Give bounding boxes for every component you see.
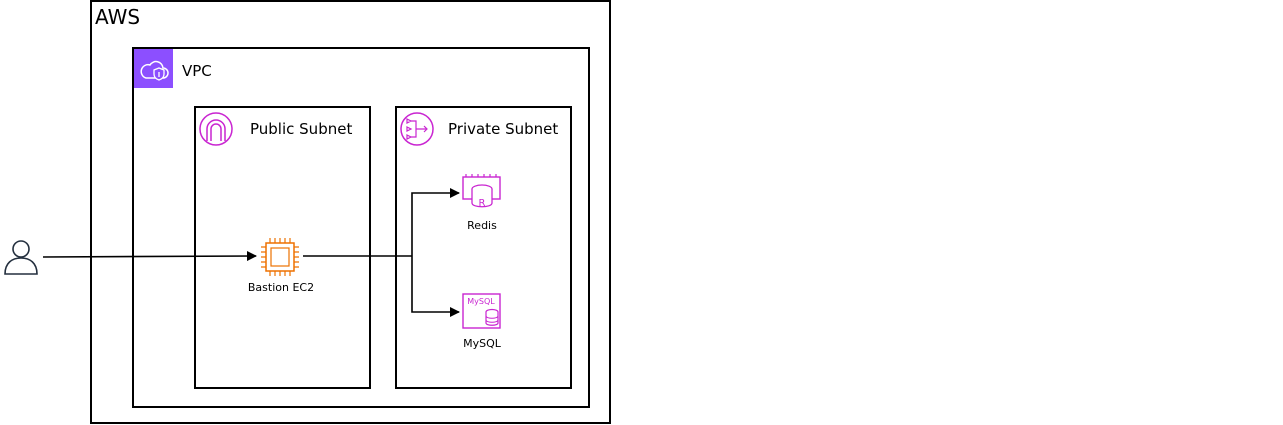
- redis-label: Redis: [467, 219, 497, 232]
- bastion-label: Bastion EC2: [248, 281, 314, 294]
- aws-label: AWS: [95, 5, 140, 29]
- mysql-icon-text: MySQL: [467, 297, 495, 306]
- private-subnet-label: Private Subnet: [448, 120, 558, 138]
- bastion-to-redis-arrow[interactable]: [411, 188, 460, 256]
- private-subnet-group[interactable]: Private Subnet: [395, 106, 572, 389]
- redis-node[interactable]: R Redis: [462, 174, 501, 232]
- bastion-ec2-node[interactable]: Bastion EC2: [248, 238, 314, 294]
- internet-gateway-icon: [199, 112, 233, 146]
- bastion-to-mysql-arrow[interactable]: [411, 256, 460, 317]
- public-subnet-group[interactable]: Public Subnet: [194, 106, 371, 389]
- user-to-bastion-arrow[interactable]: [42, 251, 257, 262]
- svg-text:R: R: [479, 198, 486, 209]
- rds-mysql-icon: MySQL: [462, 293, 501, 329]
- mysql-label: MySQL: [463, 337, 502, 350]
- elasticache-redis-icon: R: [462, 174, 501, 209]
- ec2-chip-icon: [261, 238, 299, 276]
- subnet-router-icon: [400, 112, 434, 146]
- vpc-cloud-shield-icon: [134, 49, 173, 88]
- vpc-label: VPC: [182, 62, 212, 80]
- public-subnet-label: Public Subnet: [250, 120, 352, 138]
- mysql-node[interactable]: MySQL MySQL: [462, 293, 502, 350]
- user-icon[interactable]: [4, 240, 38, 275]
